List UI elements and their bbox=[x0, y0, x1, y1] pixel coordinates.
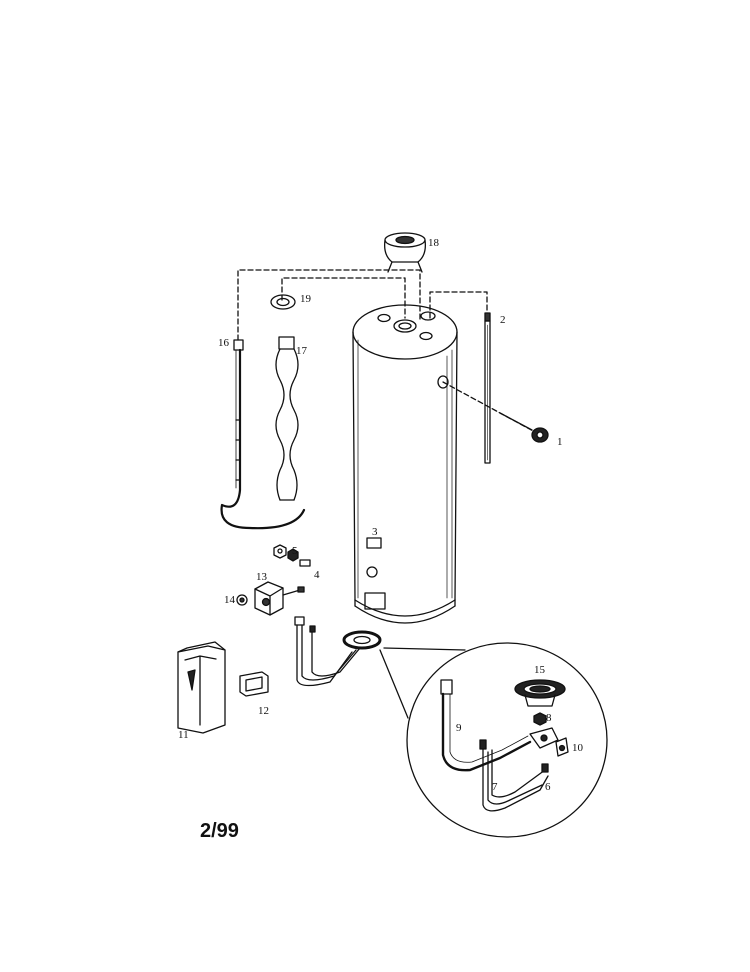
part-3-tank bbox=[352, 304, 458, 624]
part-13-gas-valve bbox=[254, 581, 305, 616]
part-18-fitting bbox=[384, 232, 426, 273]
part-2-anode-rod bbox=[484, 312, 491, 464]
burner-assembly bbox=[294, 616, 466, 719]
callout-7: 7 bbox=[492, 781, 498, 793]
callout-11: 11 bbox=[178, 729, 189, 741]
part-16-flex-tube bbox=[220, 339, 306, 530]
part-11-outer-door bbox=[177, 641, 226, 734]
part-8-orifice bbox=[533, 712, 547, 726]
part-19-ring bbox=[270, 294, 296, 310]
part-14-knob bbox=[236, 594, 248, 606]
callout-3: 3 bbox=[372, 526, 378, 538]
callout-18: 18 bbox=[428, 237, 440, 249]
callout-12: 12 bbox=[258, 705, 269, 717]
part-10-pilot-assembly bbox=[529, 727, 569, 757]
part-1-drain-valve bbox=[499, 412, 549, 443]
callout-14: 14 bbox=[224, 594, 236, 606]
callout-2: 2 bbox=[500, 314, 506, 326]
part-7-pilot-tube bbox=[479, 739, 549, 812]
callout-16: 16 bbox=[218, 337, 230, 349]
callout-13: 13 bbox=[256, 571, 268, 583]
callout-4: 4 bbox=[314, 569, 320, 581]
part-12-inner-door bbox=[239, 671, 269, 697]
callout-17: 17 bbox=[296, 345, 308, 357]
revision-date-code: 2/99 bbox=[200, 820, 239, 842]
callout-8: 8 bbox=[546, 712, 552, 724]
part-6-thermocouple bbox=[491, 749, 549, 798]
part-9-gas-tube bbox=[440, 679, 532, 772]
callout-9: 9 bbox=[456, 722, 462, 734]
part-15-burner bbox=[514, 679, 566, 707]
callout-10: 10 bbox=[572, 742, 584, 754]
callout-15: 15 bbox=[534, 664, 546, 676]
part-5-nut bbox=[273, 544, 287, 559]
callout-5: 5 bbox=[292, 545, 298, 557]
callout-labels: 1 2 3 4 5 6 7 8 9 10 11 12 13 14 15 16 1… bbox=[178, 237, 584, 793]
part-4-fitting bbox=[287, 548, 311, 567]
callout-19: 19 bbox=[300, 293, 312, 305]
dashed-connection-lines bbox=[237, 269, 536, 433]
burner-detail-circle bbox=[406, 642, 608, 838]
callout-6: 6 bbox=[545, 781, 551, 793]
part-17-dip-tube bbox=[275, 336, 299, 501]
callout-1: 1 bbox=[557, 436, 563, 448]
